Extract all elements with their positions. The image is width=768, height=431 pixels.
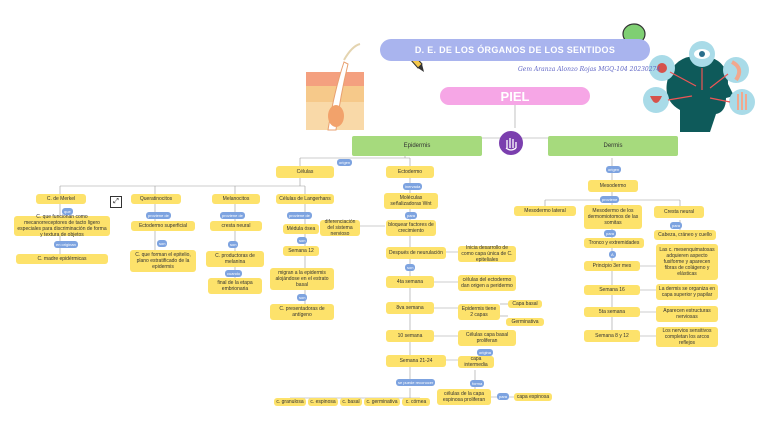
topic-header: PIEL bbox=[440, 87, 590, 105]
author-signature: Gem Aranza Alonzo Rojas MGQ-104 20230274 bbox=[518, 66, 661, 73]
connector-proviene-de-3: proviene de bbox=[287, 212, 312, 219]
node-s10: 10 semana bbox=[386, 330, 434, 342]
node-germinativa: Germinativa bbox=[506, 318, 544, 326]
node-melanocitos-desc: C. productoras de melanina bbox=[206, 251, 264, 267]
connector-para-cresta: para bbox=[670, 222, 683, 229]
node-s8-12-desc: Los nervios sensitivos completan los arc… bbox=[656, 327, 718, 347]
node-cabeza: Cabeza, cráneo y cuello bbox=[654, 230, 716, 240]
node-s4-desc: células del ectodermo dan origen a perid… bbox=[458, 275, 516, 291]
branch-epidermis: Epidermis bbox=[352, 136, 482, 156]
node-merkel-desc: C. que funcionan como mecanorreceptores … bbox=[14, 214, 110, 238]
node-capa-espinosa: capa espinosa bbox=[514, 393, 552, 401]
node-s4: 4ta semana bbox=[386, 276, 434, 288]
connector-proviene-de-2: proviene de bbox=[220, 212, 245, 219]
node-estrato-granulosa: c. granulosa bbox=[274, 398, 306, 406]
node-mesodermo: Mesodermo bbox=[588, 180, 638, 192]
node-queratinocitos: Queratinocitos bbox=[131, 194, 181, 204]
node-principio-desc: Las c. mesenquimatosas adquieren aspecto… bbox=[656, 244, 718, 280]
connector-son-4: son bbox=[297, 294, 308, 301]
connector-para-dermis: para bbox=[604, 230, 617, 237]
node-capa-intermedia-desc: células de la capa espinosa proliferan bbox=[437, 389, 491, 405]
node-estrato-espinosa: c. espinosa bbox=[308, 398, 338, 406]
node-celulas: Células bbox=[276, 166, 334, 178]
node-estrato-germinativa: c. germinativa bbox=[364, 398, 400, 406]
connector-en-originan: en originan bbox=[54, 241, 78, 248]
node-mesodermo-lateral: Mesodermo lateral bbox=[514, 206, 576, 216]
node-mesodermo-somitas: Mesodermo de los dermomiotomos de las so… bbox=[584, 205, 642, 229]
node-queratinocitos-origen: Ectodermo superficial bbox=[131, 221, 195, 231]
connector-proviene: proviene bbox=[600, 196, 620, 203]
node-melanocitos-final: final de la etapa embrionaria bbox=[208, 278, 262, 294]
skin-illustration bbox=[306, 43, 364, 131]
node-principio: Principio 3er mes bbox=[584, 261, 640, 271]
connector-inervada: inervada bbox=[403, 183, 423, 190]
connector-forma: forma bbox=[470, 380, 485, 387]
node-tronco: Tronco y extremidades bbox=[584, 238, 644, 248]
node-estrato-basal: c. basal bbox=[340, 398, 362, 406]
node-langerhans-result: C. presentadoras de antígeno bbox=[270, 304, 334, 320]
node-s5: 5ta semana bbox=[584, 307, 640, 317]
hand-touch-icon bbox=[499, 131, 523, 155]
diagram-title: D. E. DE LOS ÓRGANOS DE LOS SENTIDOS bbox=[380, 39, 650, 61]
connector-origen-dermis: origen bbox=[606, 166, 622, 173]
expand-icon[interactable]: ⤢ bbox=[110, 196, 122, 208]
node-langerhans-semana: Semana 12 bbox=[283, 246, 319, 256]
connector-a: A bbox=[609, 251, 616, 258]
node-langerhans: Células de Langerhans bbox=[276, 194, 334, 204]
connector-que: que bbox=[62, 208, 73, 215]
node-despues-desc: Inicia desarrollo de como capa única de … bbox=[458, 245, 516, 263]
branch-dermis: Dermis bbox=[548, 136, 678, 156]
connector-son-3: son bbox=[297, 237, 308, 244]
node-s10-desc: Células capa basal proliferan bbox=[458, 330, 516, 346]
node-melanocitos-origen: cresta neural bbox=[210, 221, 262, 231]
senses-head-illustration bbox=[643, 41, 755, 132]
connector-cuando: cuando bbox=[225, 270, 243, 277]
node-s21: Semana 21-24 bbox=[386, 355, 446, 367]
node-langerhans-desc: migran a la epidermis alojándose en el e… bbox=[270, 268, 334, 290]
node-merkel-result: C. madre epidérmicas bbox=[16, 254, 108, 264]
node-s8-desc: Epidermis tiene 2 capas bbox=[458, 304, 500, 320]
node-diferenciacion: diferenciación del sistema nervioso bbox=[320, 219, 360, 237]
node-bloquear: bloquear factores de crecimiento bbox=[386, 220, 436, 236]
node-s16: Semana 16 bbox=[584, 285, 640, 295]
connector-origina: origina bbox=[477, 349, 494, 356]
node-despues: Después de neurulación bbox=[386, 247, 446, 259]
connector-proviene-de-1: proviene de bbox=[146, 212, 171, 219]
connector-para: para bbox=[405, 212, 418, 219]
node-s8-12: Semana 8 y 12 bbox=[584, 330, 640, 342]
connector-son-5: son bbox=[405, 264, 416, 271]
node-ectodermo-mol: Moléculas señalizadoras Wnt bbox=[384, 193, 438, 209]
connector-se-puede-reconocer: se puede reconocer bbox=[396, 379, 436, 386]
node-capa-intermedia: capa intermedia bbox=[458, 356, 494, 368]
connector-origen: origen bbox=[337, 159, 353, 166]
node-cresta-neural: Cresta neural bbox=[654, 206, 704, 218]
node-langerhans-origen: Médula ósea bbox=[283, 224, 319, 234]
node-estrato-cornea: c. córnea bbox=[402, 398, 430, 406]
node-s16-desc: La dermis se organiza en capa superior y… bbox=[656, 284, 718, 300]
node-melanocitos: Melanocitos bbox=[212, 194, 260, 204]
connector-son-1: son bbox=[157, 240, 168, 247]
node-capa-basal: Capa basal bbox=[508, 300, 542, 308]
node-queratinocitos-desc: C. que forman el epitelio, plano estrati… bbox=[130, 250, 196, 272]
connector-son-2: son bbox=[228, 241, 239, 248]
node-merkel: C. de Merkel bbox=[36, 194, 86, 204]
node-s8: 8va semana bbox=[386, 302, 434, 314]
node-s5-desc: Aparecen estructuras nerviosas bbox=[656, 306, 718, 322]
node-ectodermo: Ectodermo bbox=[386, 166, 434, 178]
connector-para-5: para bbox=[497, 393, 510, 400]
